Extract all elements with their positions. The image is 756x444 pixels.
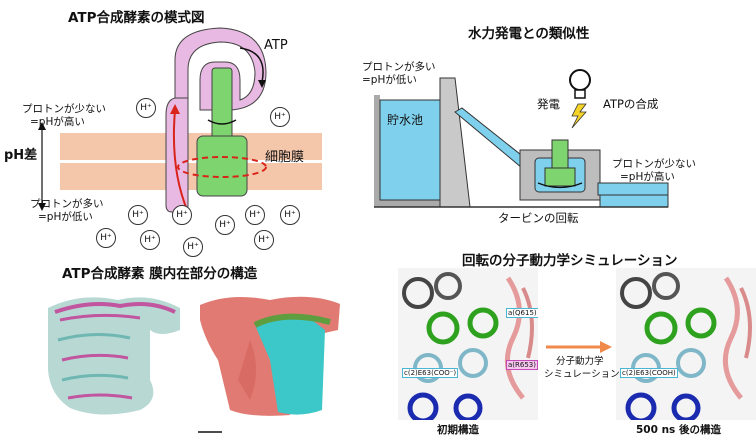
title-md-simulation: 回転の分子動力学シミュレーション (462, 253, 678, 269)
proton-marker: H⁺ (280, 205, 300, 225)
tag-after-glu: c(2)E63(COOH) (620, 368, 678, 378)
proton-marker: H⁺ (215, 215, 235, 235)
rotation-arrow-top (207, 119, 237, 125)
rotation-arrow-atp (239, 47, 264, 83)
many-protons-label-2: =pHが低い (362, 74, 417, 86)
proton-marker: H⁺ (270, 107, 290, 127)
initial-structure-label: 初期構造 (437, 424, 479, 436)
proton-marker: H⁺ (128, 205, 148, 225)
md-arrow-label-2: シミュレーション (544, 369, 620, 380)
few-protons-label-1: プロトンが少ない (612, 158, 696, 170)
lightning-icon (571, 103, 587, 129)
surface-model-image (200, 296, 340, 416)
proton-marker: H⁺ (136, 98, 156, 118)
reservoir-water (379, 99, 441, 201)
tag-r653: a(R653) (506, 360, 538, 370)
membrane-label: 細胞膜 (265, 150, 305, 165)
proton-marker: H⁺ (183, 237, 203, 257)
many-protons-label-1: プロトンが多い (362, 61, 436, 73)
low-ph-label-2: =pHが低い (38, 211, 93, 223)
tag-initial-glu: c(2)E63(COO⁻) (402, 368, 459, 378)
tag-q615: a(Q615) (506, 308, 538, 318)
membrane-band-lower (60, 163, 322, 190)
reservoir-label: 貯水池 (387, 113, 424, 127)
md-arrow-label-1: 分子動力学 (556, 356, 604, 367)
turbine-label: タービンの回転 (498, 211, 579, 225)
few-protons-label-2: =pHが高い (620, 171, 675, 183)
after-structure-panel: c(2)E63(COOH) (616, 268, 756, 420)
proton-flow-arrow (172, 109, 189, 213)
proton-marker: H⁺ (172, 205, 192, 225)
atp-synthesis-label: ATPの合成 (603, 97, 659, 111)
title-atp-synthase-schematic: ATP合成酵素の模式図 (68, 10, 205, 26)
generation-label: 発電 (537, 97, 560, 111)
proton-marker: H⁺ (245, 205, 265, 225)
rotor-ring (196, 135, 248, 197)
ph-diff-label: pH差 (4, 148, 38, 163)
proton-marker: H⁺ (96, 228, 116, 248)
after-structure-label: 500 ns 後の構造 (636, 424, 721, 436)
rotation-ellipse (177, 156, 267, 178)
low-ph-label-1: プロトンが多い (30, 198, 104, 210)
membrane-band-upper (60, 133, 322, 160)
title-membrane-structure: ATP合成酵素 膜内在部分の構造 (62, 266, 258, 282)
proton-marker: H⁺ (254, 230, 274, 250)
ribbon-model-image (48, 297, 180, 415)
turbine-base (544, 167, 576, 187)
high-ph-label-1: プロトンが少ない (22, 103, 106, 115)
high-ph-label-2: =pHが高い (30, 116, 85, 128)
initial-structure-panel: c(2)E63(COO⁻) a(Q615) a(R653) (398, 268, 538, 420)
title-hydro-analogy: 水力発電との類似性 (468, 26, 590, 42)
proton-marker: H⁺ (140, 230, 160, 250)
atp-label: ATP (264, 38, 288, 53)
